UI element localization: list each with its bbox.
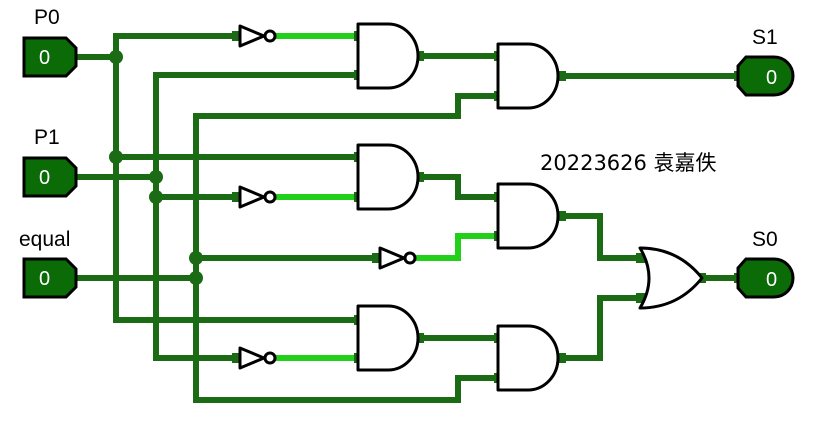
wire-and5-to-or [557,213,643,261]
wire-not3-out [413,233,501,261]
not-gate-2[interactable] [238,185,277,209]
and-gate-5[interactable] [496,182,560,250]
or-gate[interactable] [638,246,704,310]
not-bubble-icon [403,251,417,265]
output-s0: S0 0 [736,228,795,299]
and-gate-4[interactable] [496,42,560,110]
and-gate-6[interactable] [496,324,560,392]
junction-p1-not2 [149,190,163,204]
not-bubble-icon [263,190,277,204]
wires-low [73,33,741,403]
and-gate-3[interactable] [356,304,420,372]
pin-markers [232,31,744,383]
wire-equal-bottom [193,375,501,403]
not-gate-3[interactable] [378,246,417,270]
output-s1-label: S1 [752,26,778,49]
input-p1-value: 0 [39,167,50,189]
output-s1: S1 0 [736,26,795,97]
junction-equal-not3 [189,251,203,265]
junctions [109,50,203,285]
not-gate-1[interactable] [238,24,277,48]
junction-p1-main [149,170,163,184]
wires-high [273,33,501,361]
input-p0[interactable]: P0 0 [22,6,78,78]
input-equal-label: equal [19,228,70,251]
wire-equal-top [193,93,501,119]
output-s1-value: 0 [766,67,777,89]
not-gate-4[interactable] [238,346,277,370]
wire-and2-out [417,174,501,200]
input-p0-value: 0 [39,47,50,69]
not-bubble-icon [263,29,277,43]
and-gate-2[interactable] [356,143,420,211]
output-s0-value: 0 [766,269,777,291]
and-gate-1[interactable] [356,22,420,90]
junction-p0-and2 [109,150,123,164]
wire-and6-to-or [557,295,643,361]
input-p1-label: P1 [34,126,60,149]
not-bubble-icon [263,351,277,365]
input-equal-value: 0 [39,268,50,290]
output-s0-label: S0 [752,228,778,251]
input-equal[interactable]: equal 0 [19,228,78,299]
junction-p0-main [109,50,123,64]
annotation-text: 20223626 袁嘉佚 [540,151,717,175]
input-p1[interactable]: P1 0 [22,126,78,198]
junction-equal-main [189,271,203,285]
input-p0-label: P0 [34,6,60,29]
